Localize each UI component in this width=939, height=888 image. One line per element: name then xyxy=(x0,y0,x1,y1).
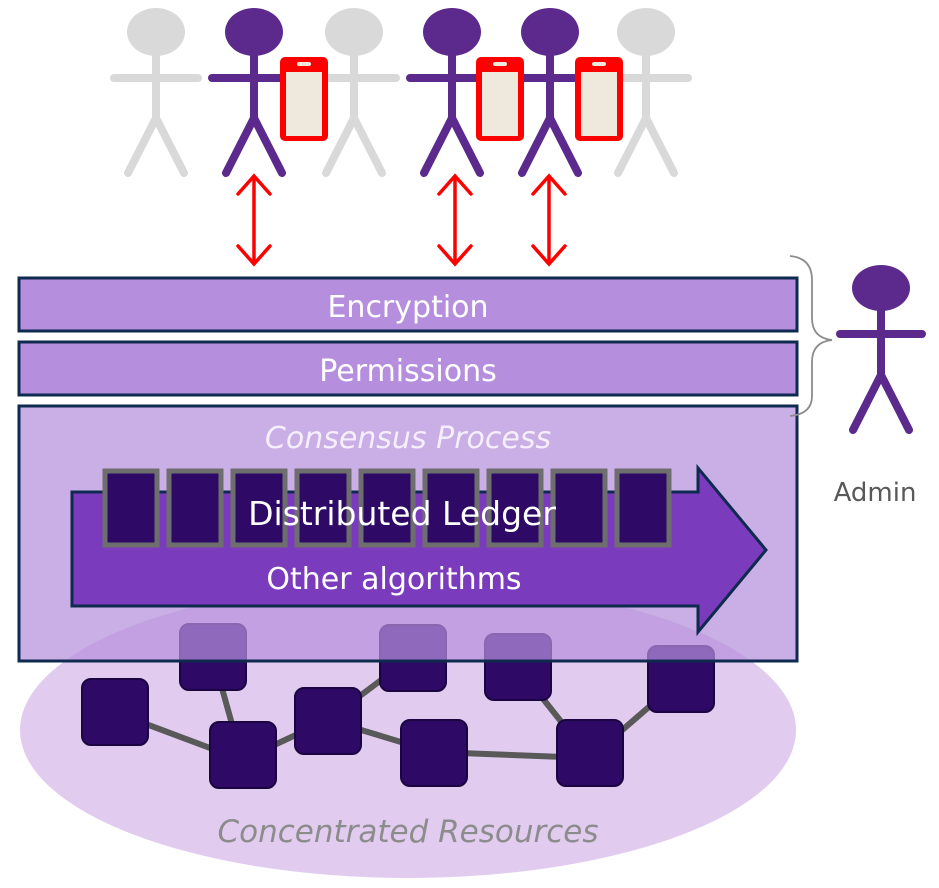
ledger-block xyxy=(230,468,288,548)
double-arrow-icon xyxy=(437,173,473,267)
ledger-blocks xyxy=(102,468,672,548)
user-active xyxy=(406,8,494,177)
ledger-block xyxy=(102,468,160,548)
encryption-layer xyxy=(17,276,799,333)
consensus-label: Consensus Process xyxy=(265,421,551,456)
ledger-block xyxy=(486,468,544,548)
user-inactive xyxy=(600,8,692,177)
user-active xyxy=(504,8,592,177)
phone-icon xyxy=(280,57,328,141)
permissions-layer xyxy=(17,340,799,397)
resource-node xyxy=(556,719,624,787)
double-arrow-icon xyxy=(531,173,567,267)
resource-node xyxy=(294,687,362,755)
phone-icon xyxy=(476,57,524,141)
permissions-label: Permissions xyxy=(319,354,496,389)
resources-label: Concentrated Resources xyxy=(217,814,598,850)
ledger-block xyxy=(294,468,352,548)
algorithms-label: Other algorithms xyxy=(266,562,521,597)
resource-node xyxy=(81,678,149,746)
admin-figure xyxy=(836,265,926,434)
ledger-block xyxy=(614,468,672,548)
resource-node xyxy=(209,721,277,789)
phone-icon xyxy=(575,57,623,141)
ledger-block xyxy=(422,468,480,548)
phones xyxy=(280,57,623,141)
double-arrow-icon xyxy=(236,173,272,267)
active-users xyxy=(208,8,592,177)
encryption-label: Encryption xyxy=(327,290,488,325)
ledger-block xyxy=(550,468,608,548)
admin-brace xyxy=(789,255,833,417)
user-inactive xyxy=(110,8,202,177)
connection-arrows xyxy=(236,173,567,267)
admin-label: Admin xyxy=(834,478,917,508)
user-active xyxy=(208,8,296,177)
ledger-block xyxy=(358,468,416,548)
ledger-label: Distributed Ledger xyxy=(248,494,556,533)
resource-node xyxy=(400,719,468,787)
ledger-block xyxy=(166,468,224,548)
